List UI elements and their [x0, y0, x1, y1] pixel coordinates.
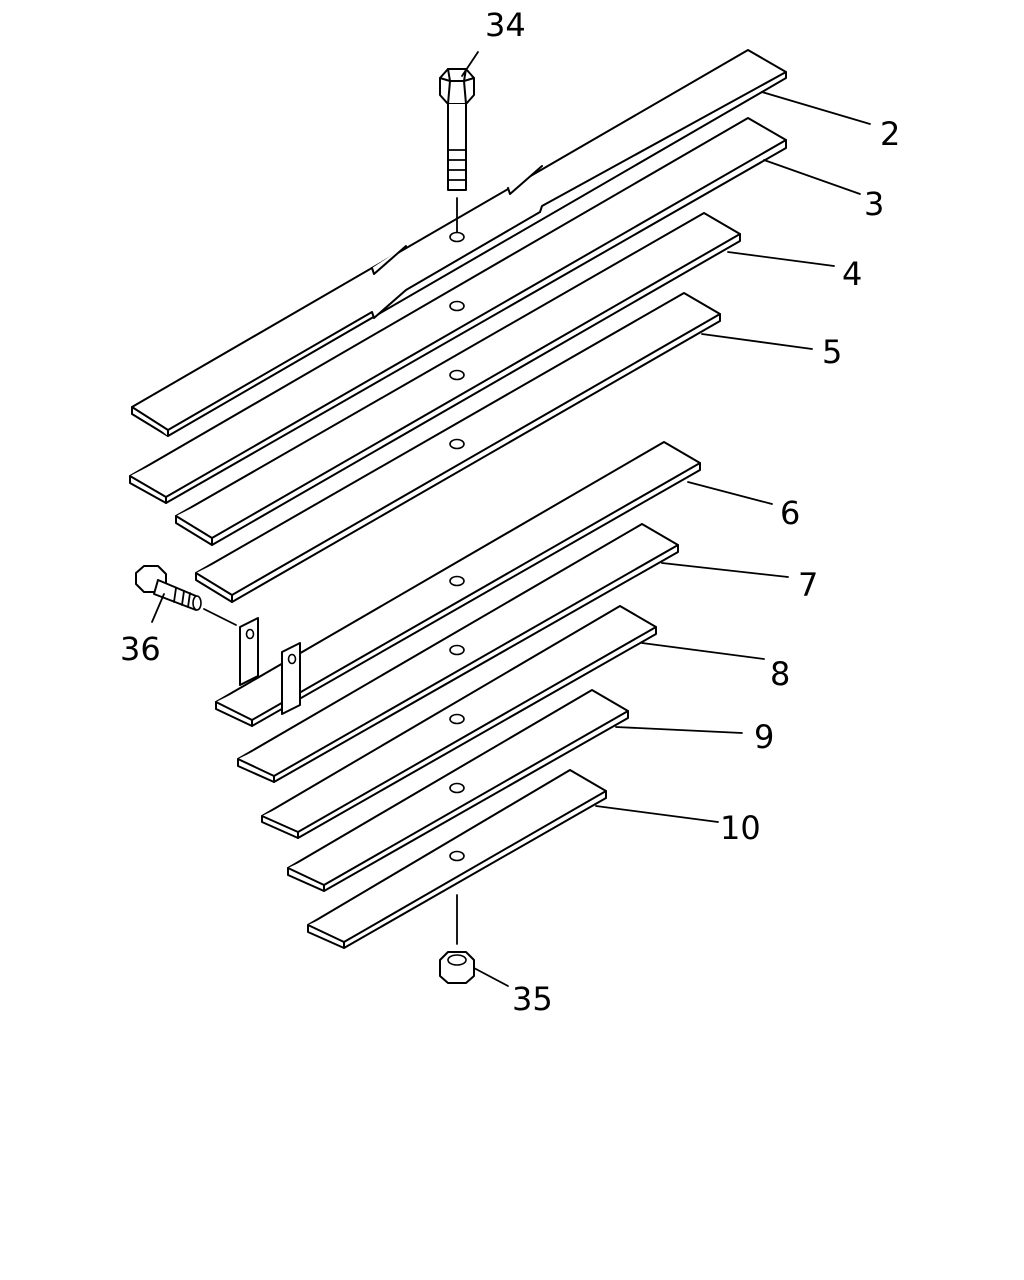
leader-lines [151, 51, 871, 987]
callout-9: 9 [754, 718, 774, 756]
clip-bolt [135, 565, 237, 626]
callout-6: 6 [780, 494, 800, 532]
callout-labels: 2 3 4 5 6 7 8 9 10 34 35 36 [120, 6, 900, 1018]
callout-5: 5 [822, 333, 842, 371]
callout-8: 8 [770, 655, 790, 693]
center-bolt [439, 68, 475, 233]
center-nut [439, 894, 475, 984]
callout-36: 36 [120, 630, 161, 668]
callout-10: 10 [720, 809, 761, 847]
rebound-clip-left [239, 617, 259, 686]
callout-35: 35 [512, 980, 553, 1018]
callout-2: 2 [880, 115, 900, 153]
callout-7: 7 [798, 566, 818, 604]
callout-34: 34 [485, 6, 526, 44]
leaf-spring-2 [131, 49, 787, 437]
center-holes [449, 231, 465, 862]
callout-3: 3 [864, 185, 884, 223]
callout-4: 4 [842, 255, 862, 293]
rebound-clip-right [281, 642, 301, 715]
